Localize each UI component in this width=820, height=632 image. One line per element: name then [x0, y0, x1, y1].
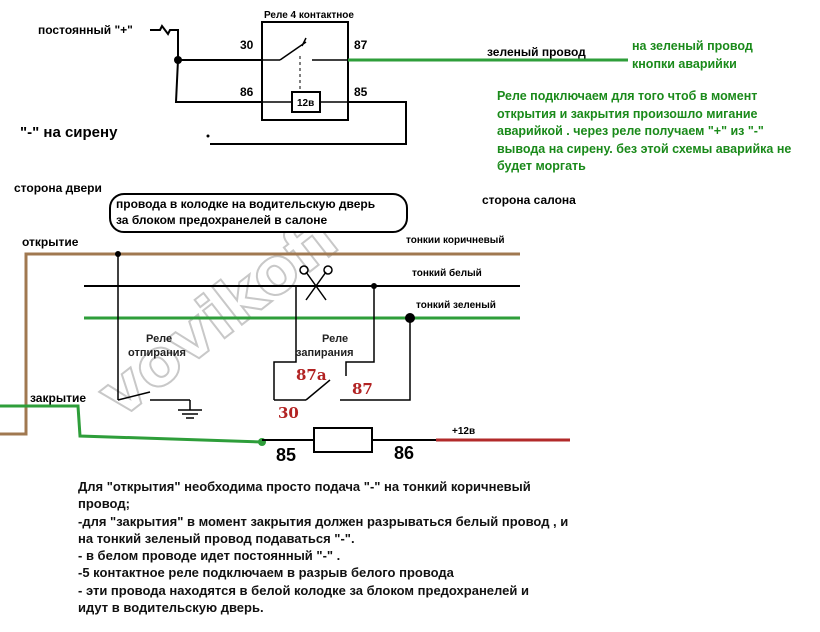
pin-87a-label: 87а — [296, 366, 327, 384]
green-wire-label: зеленый провод — [487, 45, 586, 59]
constant-plus-wire — [150, 24, 179, 60]
note-line: провод; — [78, 496, 130, 512]
pin-85-bottom-label: 85 — [276, 445, 296, 465]
plus12-label: +12в — [452, 426, 475, 437]
minus-to-siren-label: "-" на сирену — [20, 124, 118, 141]
pin-86-bottom-label: 86 — [394, 443, 414, 463]
lock-relay-wire-c — [340, 318, 411, 401]
bubble-line1: провода в колодке на водительскую дверь — [116, 197, 375, 211]
pin-30-label: 30 — [240, 38, 254, 52]
pin-86-label: 86 — [240, 85, 254, 99]
opening-label: открытие — [22, 235, 79, 249]
constant-plus-label: постоянный "+" — [38, 23, 133, 37]
closing-label: закрытие — [30, 391, 86, 405]
note-line: - эти провода находятся в белой колодке … — [78, 582, 529, 598]
note-line: -для "закрытия" в момент закрытия должен… — [78, 513, 569, 529]
cut-mark-icon — [299, 265, 333, 301]
bubble-line2: за блоком предохранелей в салоне — [116, 213, 328, 227]
green-note-line: вывода на сирену. без этой схемы аварийк… — [497, 141, 792, 156]
pin-30-lock-label: 30 — [278, 404, 299, 422]
wire-to-pin-86 — [174, 59, 262, 103]
ground-icon — [178, 409, 202, 419]
note-line: на тонкий зеленый провод подаваться "-". — [78, 530, 355, 546]
green-explanation-note: Реле подключаем для того чтоб в момент о… — [497, 88, 797, 176]
relay-4pin-box — [261, 21, 349, 121]
note-line: идут в водительскую дверь. — [78, 600, 264, 616]
pin-87-label: 87 — [354, 38, 368, 52]
thin-green-label: тонкий зеленый — [416, 300, 496, 311]
siren-minus-wire — [210, 101, 407, 145]
lock-relay-line1: Реле — [322, 333, 348, 345]
coil-label: 12в — [297, 98, 314, 109]
pin-87-lock-label: 87 — [352, 380, 373, 398]
brown-wire — [0, 252, 520, 436]
cabin-side-label: сторона салона — [482, 193, 576, 207]
pin-85-label: 85 — [354, 85, 368, 99]
callout-bubble — [109, 193, 408, 233]
green-note-line: аварийкой . через реле получаем "+" из "… — [497, 124, 764, 138]
lock-relay-wire-b — [345, 286, 375, 376]
door-side-label: сторона двери — [14, 181, 102, 195]
unlock-relay-line1: Реле — [146, 333, 172, 345]
lock-relay-switch — [305, 379, 331, 401]
relay-title: Реле 4 контактное — [264, 10, 354, 21]
green-note-line: будет моргать — [497, 159, 586, 173]
lock-relay-line2: запирания — [296, 347, 354, 359]
note-line: Для "открытия" необходима просто подача … — [78, 479, 531, 494]
bottom-explanation-note: Для "открытия" необходима просто подача … — [78, 478, 598, 616]
unlock-relay-line2: отпирания — [128, 347, 186, 359]
door-wiring-section: сторона двери сторона салона провода в к… — [0, 181, 576, 465]
lock-relay-wire-a — [273, 286, 297, 400]
closing-green-wire — [0, 404, 263, 444]
top-relay-section: 12в Реле 4 контактное 30 87 86 85 постоя… — [20, 10, 753, 145]
note-line: - в белом проводе идет постоянный "-" . — [78, 548, 341, 564]
to-green-wire-line2: кнопки аварийки — [632, 57, 737, 71]
green-note-line: открытия и закрытия произошло мигание — [497, 106, 758, 121]
thin-white-label: тонкий белый — [412, 267, 482, 279]
green-note-line: Реле подключаем для того чтоб в момент — [497, 89, 758, 103]
bottom-relay-coil — [313, 427, 373, 453]
to-green-wire-line1: на зеленый провод — [632, 39, 753, 53]
thin-brown-label: тонкии коричневый — [406, 235, 504, 246]
note-line: -5 контактное реле подключаем в разрыв б… — [78, 565, 454, 581]
